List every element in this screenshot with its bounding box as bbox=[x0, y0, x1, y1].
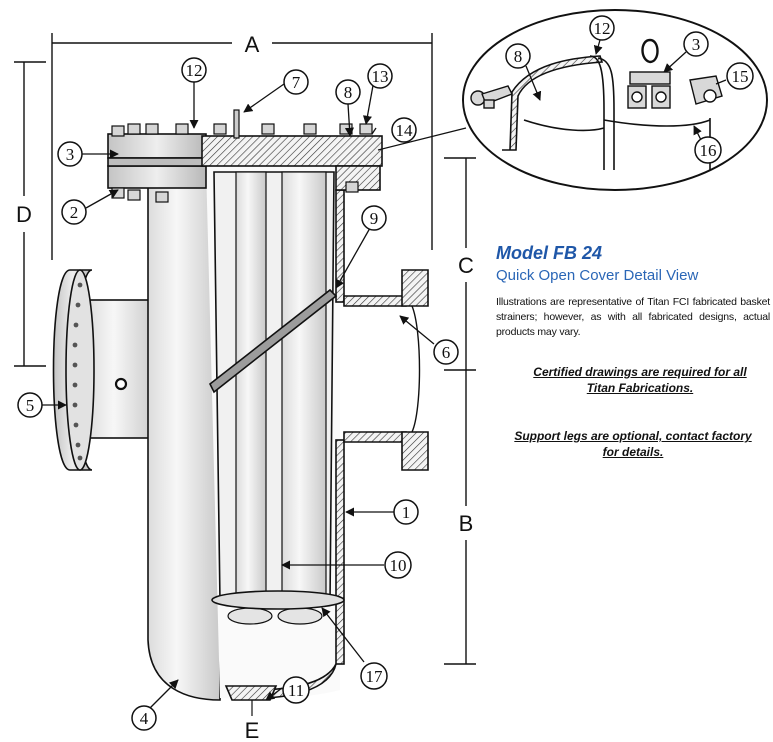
certified-drawings-note: Certified drawings are required for all … bbox=[496, 364, 770, 396]
svg-text:12: 12 bbox=[186, 61, 203, 80]
callout-8: 8 bbox=[335, 79, 361, 105]
callout-4: 4 bbox=[131, 705, 157, 731]
callout-2: 2 bbox=[61, 199, 87, 225]
svg-text:12: 12 bbox=[594, 19, 611, 38]
svg-text:15: 15 bbox=[732, 67, 749, 86]
callout-5: 5 bbox=[17, 392, 43, 418]
svg-text:8: 8 bbox=[344, 83, 353, 102]
support-note-line-2: for details. bbox=[602, 445, 664, 459]
callout-9: 9 bbox=[361, 205, 387, 231]
support-legs-note: Support legs are optional, contact facto… bbox=[496, 428, 770, 460]
svg-text:17: 17 bbox=[366, 667, 384, 686]
svg-text:1: 1 bbox=[402, 503, 411, 522]
svg-text:5: 5 bbox=[26, 396, 35, 415]
callout-3: 3 bbox=[57, 141, 83, 167]
callouts: 12 7 8 13 14 3 2 9 5 6 1 10 17 11 4 8 12… bbox=[17, 15, 754, 731]
svg-text:11: 11 bbox=[288, 681, 304, 700]
svg-text:4: 4 bbox=[140, 709, 149, 728]
inlet-flange-holes bbox=[72, 282, 83, 461]
model-title: Model FB 24 bbox=[496, 243, 603, 263]
detail-callout-8: 8 bbox=[505, 43, 531, 69]
callout-13: 13 bbox=[367, 63, 393, 89]
dimension-label-b: B bbox=[459, 511, 474, 536]
callout-11: 11 bbox=[282, 676, 310, 704]
model-subtitle: Quick Open Cover Detail View bbox=[496, 267, 699, 284]
callout-17: 17 bbox=[360, 662, 388, 690]
svg-text:10: 10 bbox=[390, 556, 407, 575]
dimension-label-d: D bbox=[16, 202, 32, 227]
callout-1: 1 bbox=[393, 499, 419, 525]
callout-10: 10 bbox=[384, 551, 412, 579]
strainer-body bbox=[52, 109, 429, 701]
detail-left-clamp bbox=[470, 85, 513, 109]
certified-note-line-1: Certified drawings are required for all bbox=[533, 365, 747, 379]
dimension-lines bbox=[14, 33, 476, 665]
callout-7: 7 bbox=[283, 69, 309, 95]
callout-12: 12 bbox=[181, 57, 207, 83]
detail-callout-12: 12 bbox=[589, 15, 615, 41]
vent-port bbox=[114, 377, 128, 391]
svg-text:9: 9 bbox=[370, 209, 379, 228]
support-note-line-1: Support legs are optional, contact facto… bbox=[514, 429, 752, 443]
svg-text:8: 8 bbox=[514, 47, 523, 66]
detail-callout-16: 16 bbox=[694, 136, 722, 164]
leader-lines bbox=[42, 39, 727, 709]
dimension-label-c: C bbox=[458, 253, 474, 278]
callout-14: 14 bbox=[391, 117, 417, 143]
dimension-label-a: A bbox=[245, 32, 260, 57]
svg-text:14: 14 bbox=[396, 121, 414, 140]
detail-callout-15: 15 bbox=[726, 62, 754, 90]
svg-text:6: 6 bbox=[442, 343, 451, 362]
callout-6: 6 bbox=[433, 339, 459, 365]
svg-text:7: 7 bbox=[292, 73, 301, 92]
detail-right-clamp bbox=[627, 38, 723, 109]
detail-callout-3: 3 bbox=[683, 31, 709, 57]
svg-text:3: 3 bbox=[66, 145, 75, 164]
info-panel: Model FB 24 Quick Open Cover Detail View… bbox=[496, 242, 770, 460]
dimension-label-e: E bbox=[245, 718, 260, 742]
model-description: Illustrations are representative of Tita… bbox=[496, 296, 770, 338]
certified-note-line-2: Titan Fabrications. bbox=[586, 381, 694, 395]
svg-text:16: 16 bbox=[700, 141, 717, 160]
svg-text:2: 2 bbox=[70, 203, 79, 222]
svg-text:3: 3 bbox=[692, 35, 701, 54]
svg-text:13: 13 bbox=[372, 67, 389, 86]
